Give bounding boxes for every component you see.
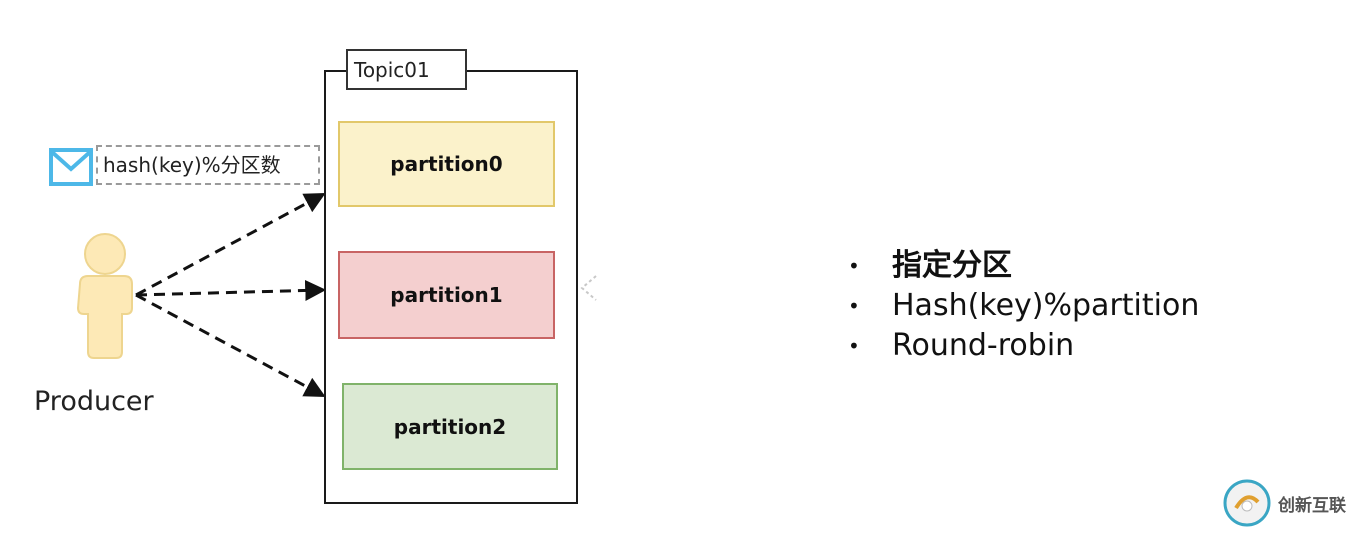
partition-1: partition1 xyxy=(338,251,555,339)
message-key-label: hash(key)%分区数 xyxy=(96,145,320,185)
strategy-specified-partition: 指定分区 xyxy=(892,248,1012,283)
partition-strategy-list: • 指定分区 • Hash(key)%partition • Round-rob… xyxy=(848,246,1199,366)
strategy-hash: Hash(key)%partition xyxy=(892,288,1200,323)
partition-2: partition2 xyxy=(342,383,558,470)
logo-icon xyxy=(1223,479,1271,527)
envelope-icon xyxy=(49,148,93,186)
partition-0: partition0 xyxy=(338,121,555,207)
bullet-icon: • xyxy=(848,254,860,278)
list-item: • 指定分区 xyxy=(848,246,1199,286)
list-item: • Hash(key)%partition xyxy=(848,286,1199,326)
list-item: • Round-robin xyxy=(848,326,1199,366)
faint-arrow-icon xyxy=(580,275,597,301)
person-icon xyxy=(76,233,133,359)
watermark: 创新互联 xyxy=(1222,476,1346,530)
watermark-text: 创新互联 xyxy=(1278,495,1346,516)
arrow-to-partition1 xyxy=(135,279,327,301)
arrow-to-partition2 xyxy=(135,293,326,397)
bullet-icon: • xyxy=(848,294,860,318)
bullet-icon: • xyxy=(848,334,860,358)
topic-label: Topic01 xyxy=(346,49,467,90)
producer-label: Producer xyxy=(34,386,154,417)
arrow-to-partition0 xyxy=(135,193,326,297)
strategy-round-robin: Round-robin xyxy=(892,328,1075,363)
